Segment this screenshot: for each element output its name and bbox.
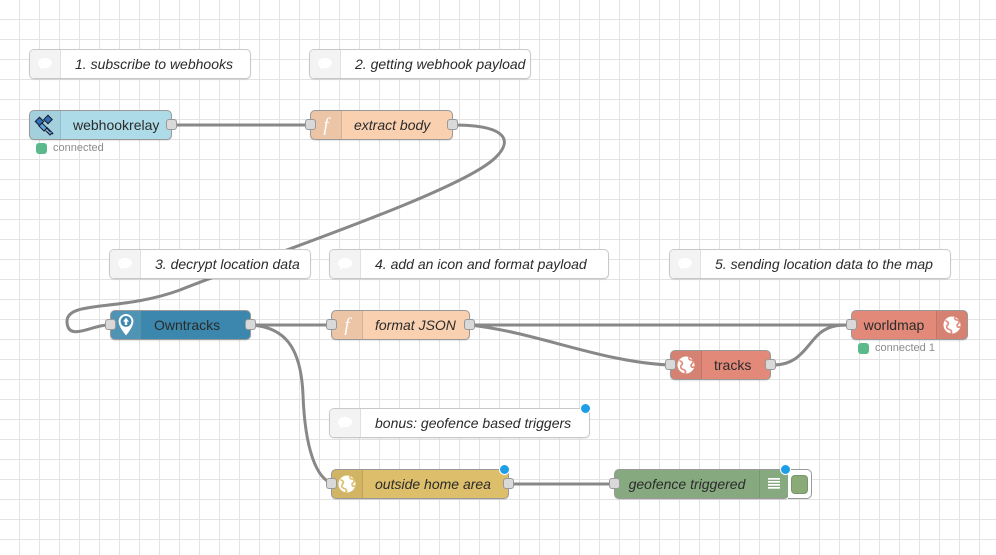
- status-dot: [36, 142, 47, 154]
- input-port[interactable]: [665, 359, 676, 370]
- input-port[interactable]: [846, 319, 857, 330]
- comment-label: 4. add an icon and format payload: [375, 256, 587, 272]
- comment-node-1[interactable]: 1. subscribe to webhooks: [29, 49, 251, 79]
- wire-owntracks-to-outside-home-area: [249, 323, 336, 486]
- node-worldmap[interactable]: worldmap: [846, 310, 968, 340]
- comment-label: 3. decrypt location data: [155, 256, 300, 272]
- node-label: geofence triggered: [628, 476, 746, 492]
- comment-label: 1. subscribe to webhooks: [75, 56, 233, 72]
- speech-bubble-icon: [330, 409, 361, 437]
- node-extract-body[interactable]: f extract body: [305, 110, 458, 140]
- input-port[interactable]: [326, 319, 337, 330]
- input-port[interactable]: [305, 119, 316, 130]
- wire-tracks-to-worldmap: [769, 323, 852, 367]
- node-geofence-triggered[interactable]: geofence triggered: [609, 469, 812, 499]
- globe-icon: [671, 351, 702, 379]
- output-port[interactable]: [245, 319, 256, 330]
- debug-toggle-indicator: [791, 474, 808, 494]
- comment-label: bonus: geofence based triggers: [375, 415, 572, 431]
- node-outside-home-area[interactable]: outside home area: [326, 469, 514, 499]
- status-text: connected 1: [875, 342, 935, 354]
- changed-indicator-comment-6: [580, 403, 591, 414]
- svg-text:f: f: [344, 315, 352, 335]
- satellite-icon: [30, 111, 61, 139]
- globe-icon: [332, 470, 363, 498]
- speech-bubble-icon: [30, 50, 61, 78]
- node-label: extract body: [354, 117, 431, 133]
- output-port[interactable]: [166, 119, 177, 130]
- node-label: tracks: [714, 357, 752, 373]
- speech-bubble-icon: [330, 250, 361, 278]
- node-owntracks[interactable]: Owntracks: [105, 310, 256, 340]
- node-webhookrelay[interactable]: webhookrelay: [29, 110, 177, 140]
- comment-node-6[interactable]: bonus: geofence based triggers: [329, 408, 590, 438]
- speech-bubble-icon: [670, 250, 701, 278]
- comment-label: 5. sending location data to the map: [715, 256, 933, 272]
- comment-node-5[interactable]: 5. sending location data to the map: [669, 249, 951, 279]
- input-port[interactable]: [105, 319, 116, 330]
- svg-text:f: f: [323, 115, 331, 135]
- wire-extract-body-to-owntracks: [65, 123, 506, 334]
- speech-bubble-icon: [310, 50, 341, 78]
- input-port[interactable]: [326, 478, 337, 489]
- wire-format-json-to-tracks: [468, 323, 672, 367]
- output-port[interactable]: [503, 478, 514, 489]
- status-webhookrelay: connected: [36, 142, 104, 154]
- node-tracks[interactable]: tracks: [665, 350, 776, 380]
- node-format-json[interactable]: f format JSON: [326, 310, 475, 340]
- status-worldmap: connected 1: [858, 342, 935, 354]
- comment-node-2[interactable]: 2. getting webhook payload: [309, 49, 531, 79]
- node-label: Owntracks: [154, 317, 221, 333]
- changed-indicator-outside-home-area: [499, 464, 510, 475]
- comment-node-3[interactable]: 3. decrypt location data: [109, 249, 311, 279]
- output-port[interactable]: [447, 119, 458, 130]
- changed-indicator-geofence-triggered: [780, 464, 791, 475]
- debug-lines-icon: [759, 470, 788, 498]
- comment-label: 2. getting webhook payload: [355, 56, 526, 72]
- node-label: webhookrelay: [73, 117, 160, 133]
- node-label: outside home area: [375, 476, 491, 492]
- speech-bubble-icon: [110, 250, 141, 278]
- globe-icon: [936, 311, 967, 339]
- debug-output-toggle[interactable]: [788, 469, 812, 499]
- function-icon: f: [332, 311, 363, 339]
- node-label: worldmap: [863, 317, 925, 333]
- node-label: format JSON: [375, 317, 456, 333]
- output-port[interactable]: [765, 359, 776, 370]
- status-text: connected: [53, 142, 104, 154]
- comment-node-4[interactable]: 4. add an icon and format payload: [329, 249, 609, 279]
- status-dot: [858, 342, 869, 354]
- input-port[interactable]: [609, 478, 620, 489]
- output-port[interactable]: [464, 319, 475, 330]
- location-pin-icon: [111, 311, 142, 339]
- function-icon: f: [311, 111, 342, 139]
